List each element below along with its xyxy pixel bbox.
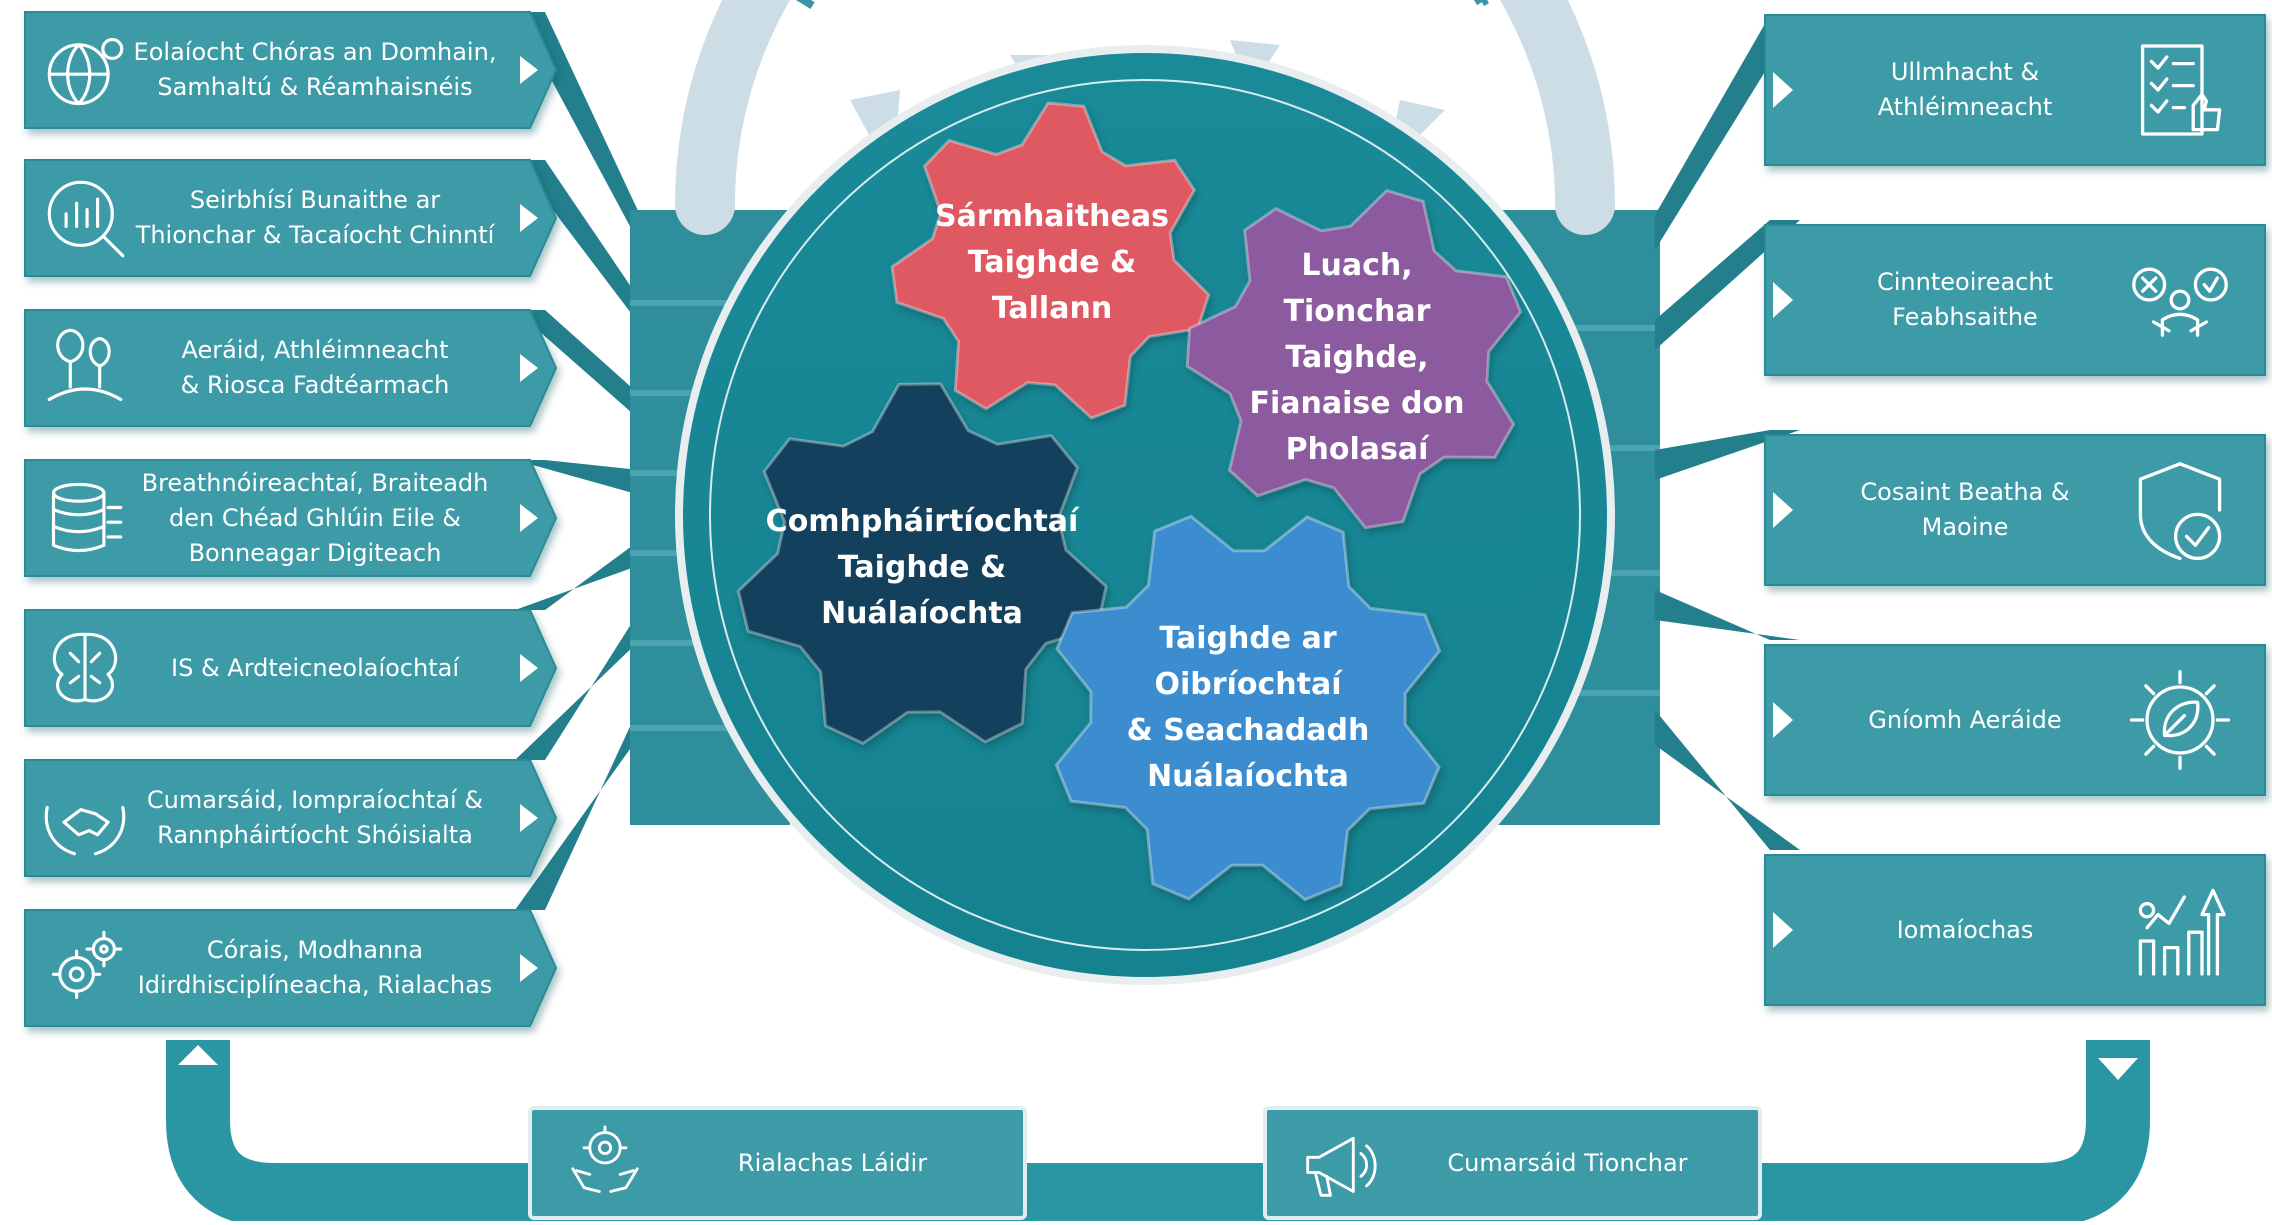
bottom-box-label: Cumarsáid Tionchar — [1447, 1148, 1688, 1177]
right-box-label: Iomaíochas — [1896, 915, 2034, 944]
right-box-label: Ullmhacht & Athléimneacht — [1877, 58, 2053, 121]
chevron-right-icon — [520, 954, 538, 982]
gear-label: Taighde ar Oibríochtaí & Seachadadh Nuál… — [1126, 621, 1370, 794]
gears-icon — [51, 930, 123, 999]
gear-label: Sármhaitheas Taighde & Tallann — [935, 199, 1169, 326]
globe-gear-icon — [47, 37, 124, 106]
left-box-label: Eolaíocht Chóras an Domhain, Samhaltú & … — [133, 38, 497, 101]
right-box — [1764, 854, 2266, 1006]
left-box — [24, 459, 558, 577]
left-box-shape — [24, 459, 558, 577]
right-box — [1764, 644, 2266, 796]
left-box — [24, 309, 558, 427]
central-circle-ring — [709, 79, 1581, 951]
left-box-shape — [24, 609, 558, 727]
chevron-right-icon — [1773, 72, 1793, 108]
gear-label: Comhpháirtíochtaí Taighde & Nuálaíochta — [765, 504, 1079, 631]
decision-person-icon — [2132, 267, 2228, 337]
hands-gear-icon — [571, 1125, 639, 1193]
right-box — [1764, 224, 2266, 376]
arc-title: Plean Straitéiseach 2024 - 2034 — [775, 0, 1514, 17]
bottom-box-shape — [528, 1106, 1027, 1220]
chevron-right-icon — [1773, 492, 1793, 528]
left-box-label: Seirbhísí Bunaithe ar Thionchar & Tacaío… — [135, 186, 495, 249]
left-box — [24, 159, 558, 277]
right-box — [1764, 434, 2266, 586]
left-box-shape — [24, 909, 558, 1027]
checklist-thumbs-up-icon — [2140, 44, 2222, 136]
right-box-label: Cinnteoireacht Feabhsaithe — [1876, 268, 2053, 331]
shield-check-icon — [2138, 462, 2222, 561]
left-box-label: Breathnóireachtaí, Braiteadh den Chéad G… — [141, 468, 489, 567]
chevron-right-icon — [520, 56, 538, 84]
chevron-right-icon — [1773, 702, 1793, 738]
left-boxes — [24, 11, 558, 1027]
gear-leaf-icon — [2129, 669, 2231, 771]
left-box — [24, 11, 558, 129]
left-box-label: Córais, Modhanna Idirdhisciplíneacha, Ri… — [137, 936, 493, 999]
loop-down-arrow — [2098, 1058, 2138, 1080]
left-box-shape — [24, 309, 558, 427]
left-box-shape — [24, 11, 558, 129]
left-box — [24, 609, 558, 727]
magnifier-chart-icon — [47, 180, 125, 258]
gear-layer — [736, 101, 1523, 902]
chevron-right-icon — [1773, 912, 1793, 948]
left-box-label: Aeráid, Athléimneacht & Riosca Fadtéarma… — [180, 336, 450, 399]
growth-chart-icon — [2138, 888, 2226, 976]
right-box-shape — [1764, 434, 2266, 586]
right-boxes — [1764, 14, 2266, 1006]
right-box-label: Cosaint Beatha & Maoine — [1860, 478, 2070, 541]
gear — [736, 382, 1108, 745]
chevron-right-icon — [520, 504, 538, 532]
chevron-right-icon — [520, 354, 538, 382]
left-box — [24, 759, 558, 877]
bottom-boxes — [528, 1106, 1762, 1220]
ai-brain-icon — [52, 632, 118, 703]
gear — [1185, 189, 1523, 530]
database-icon — [51, 482, 123, 553]
bottom-loop — [166, 1040, 2150, 1225]
left-box-shape — [24, 759, 558, 877]
chevron-right-icon — [520, 204, 538, 232]
left-box-label: Cumarsáid, Iompraíochtaí & Rannpháirtíoc… — [146, 786, 484, 849]
right-box — [1764, 14, 2266, 166]
left-box-shape — [24, 159, 558, 277]
bottom-box-shape — [1263, 1106, 1762, 1220]
loop-up-arrow — [178, 1045, 218, 1065]
right-box-label: Gníomh Aeráide — [1868, 705, 2062, 734]
right-box-shape — [1764, 224, 2266, 376]
bottom-box — [1263, 1106, 1762, 1220]
chevron-right-icon — [1773, 282, 1793, 318]
bottom-box — [528, 1106, 1027, 1220]
megaphone-icon — [1306, 1136, 1377, 1197]
gear — [890, 101, 1211, 420]
left-box-label: IS & Ardteicneolaíochtaí — [171, 653, 459, 682]
gear-label: Luach, Tionchar Taighde, Fianaise don Ph… — [1249, 248, 1465, 467]
bottom-box-label: Rialachas Láidir — [737, 1148, 928, 1177]
gear — [1054, 514, 1442, 902]
trees-landscape-icon — [47, 328, 123, 402]
handshake-laurel-icon — [44, 805, 126, 856]
chevron-right-icon — [520, 654, 538, 682]
right-box-shape — [1764, 14, 2266, 166]
left-box — [24, 909, 558, 1027]
right-box-shape — [1764, 854, 2266, 1006]
chevron-right-icon — [520, 804, 538, 832]
